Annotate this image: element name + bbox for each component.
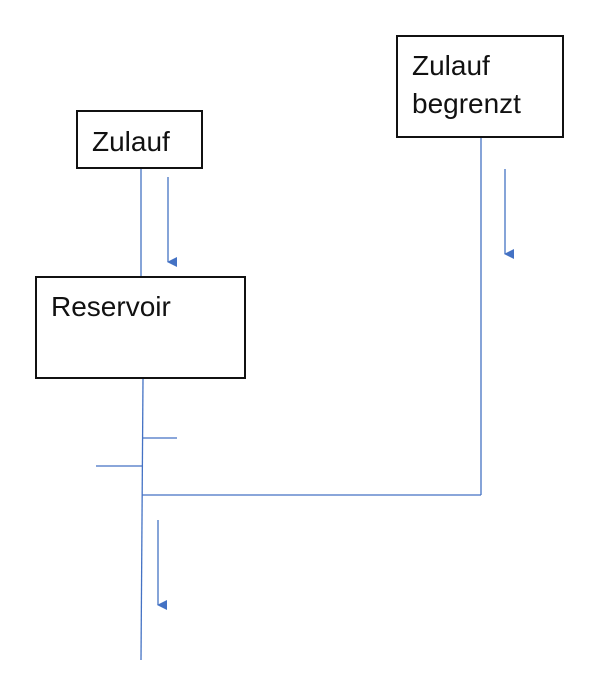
zulauf-begrenzt-box: Zulauf begrenzt <box>396 35 564 138</box>
zulauf-box: Zulauf <box>76 110 203 169</box>
pipe-reservoir-outlet <box>140 378 144 661</box>
zulauf-begrenzt-label-line1: Zulauf <box>412 50 490 81</box>
reservoir-label: Reservoir <box>51 291 171 322</box>
zulauf-label: Zulauf <box>92 126 170 157</box>
reservoir-box: Reservoir <box>35 276 246 379</box>
zulauf-begrenzt-label-line2: begrenzt <box>412 88 521 119</box>
